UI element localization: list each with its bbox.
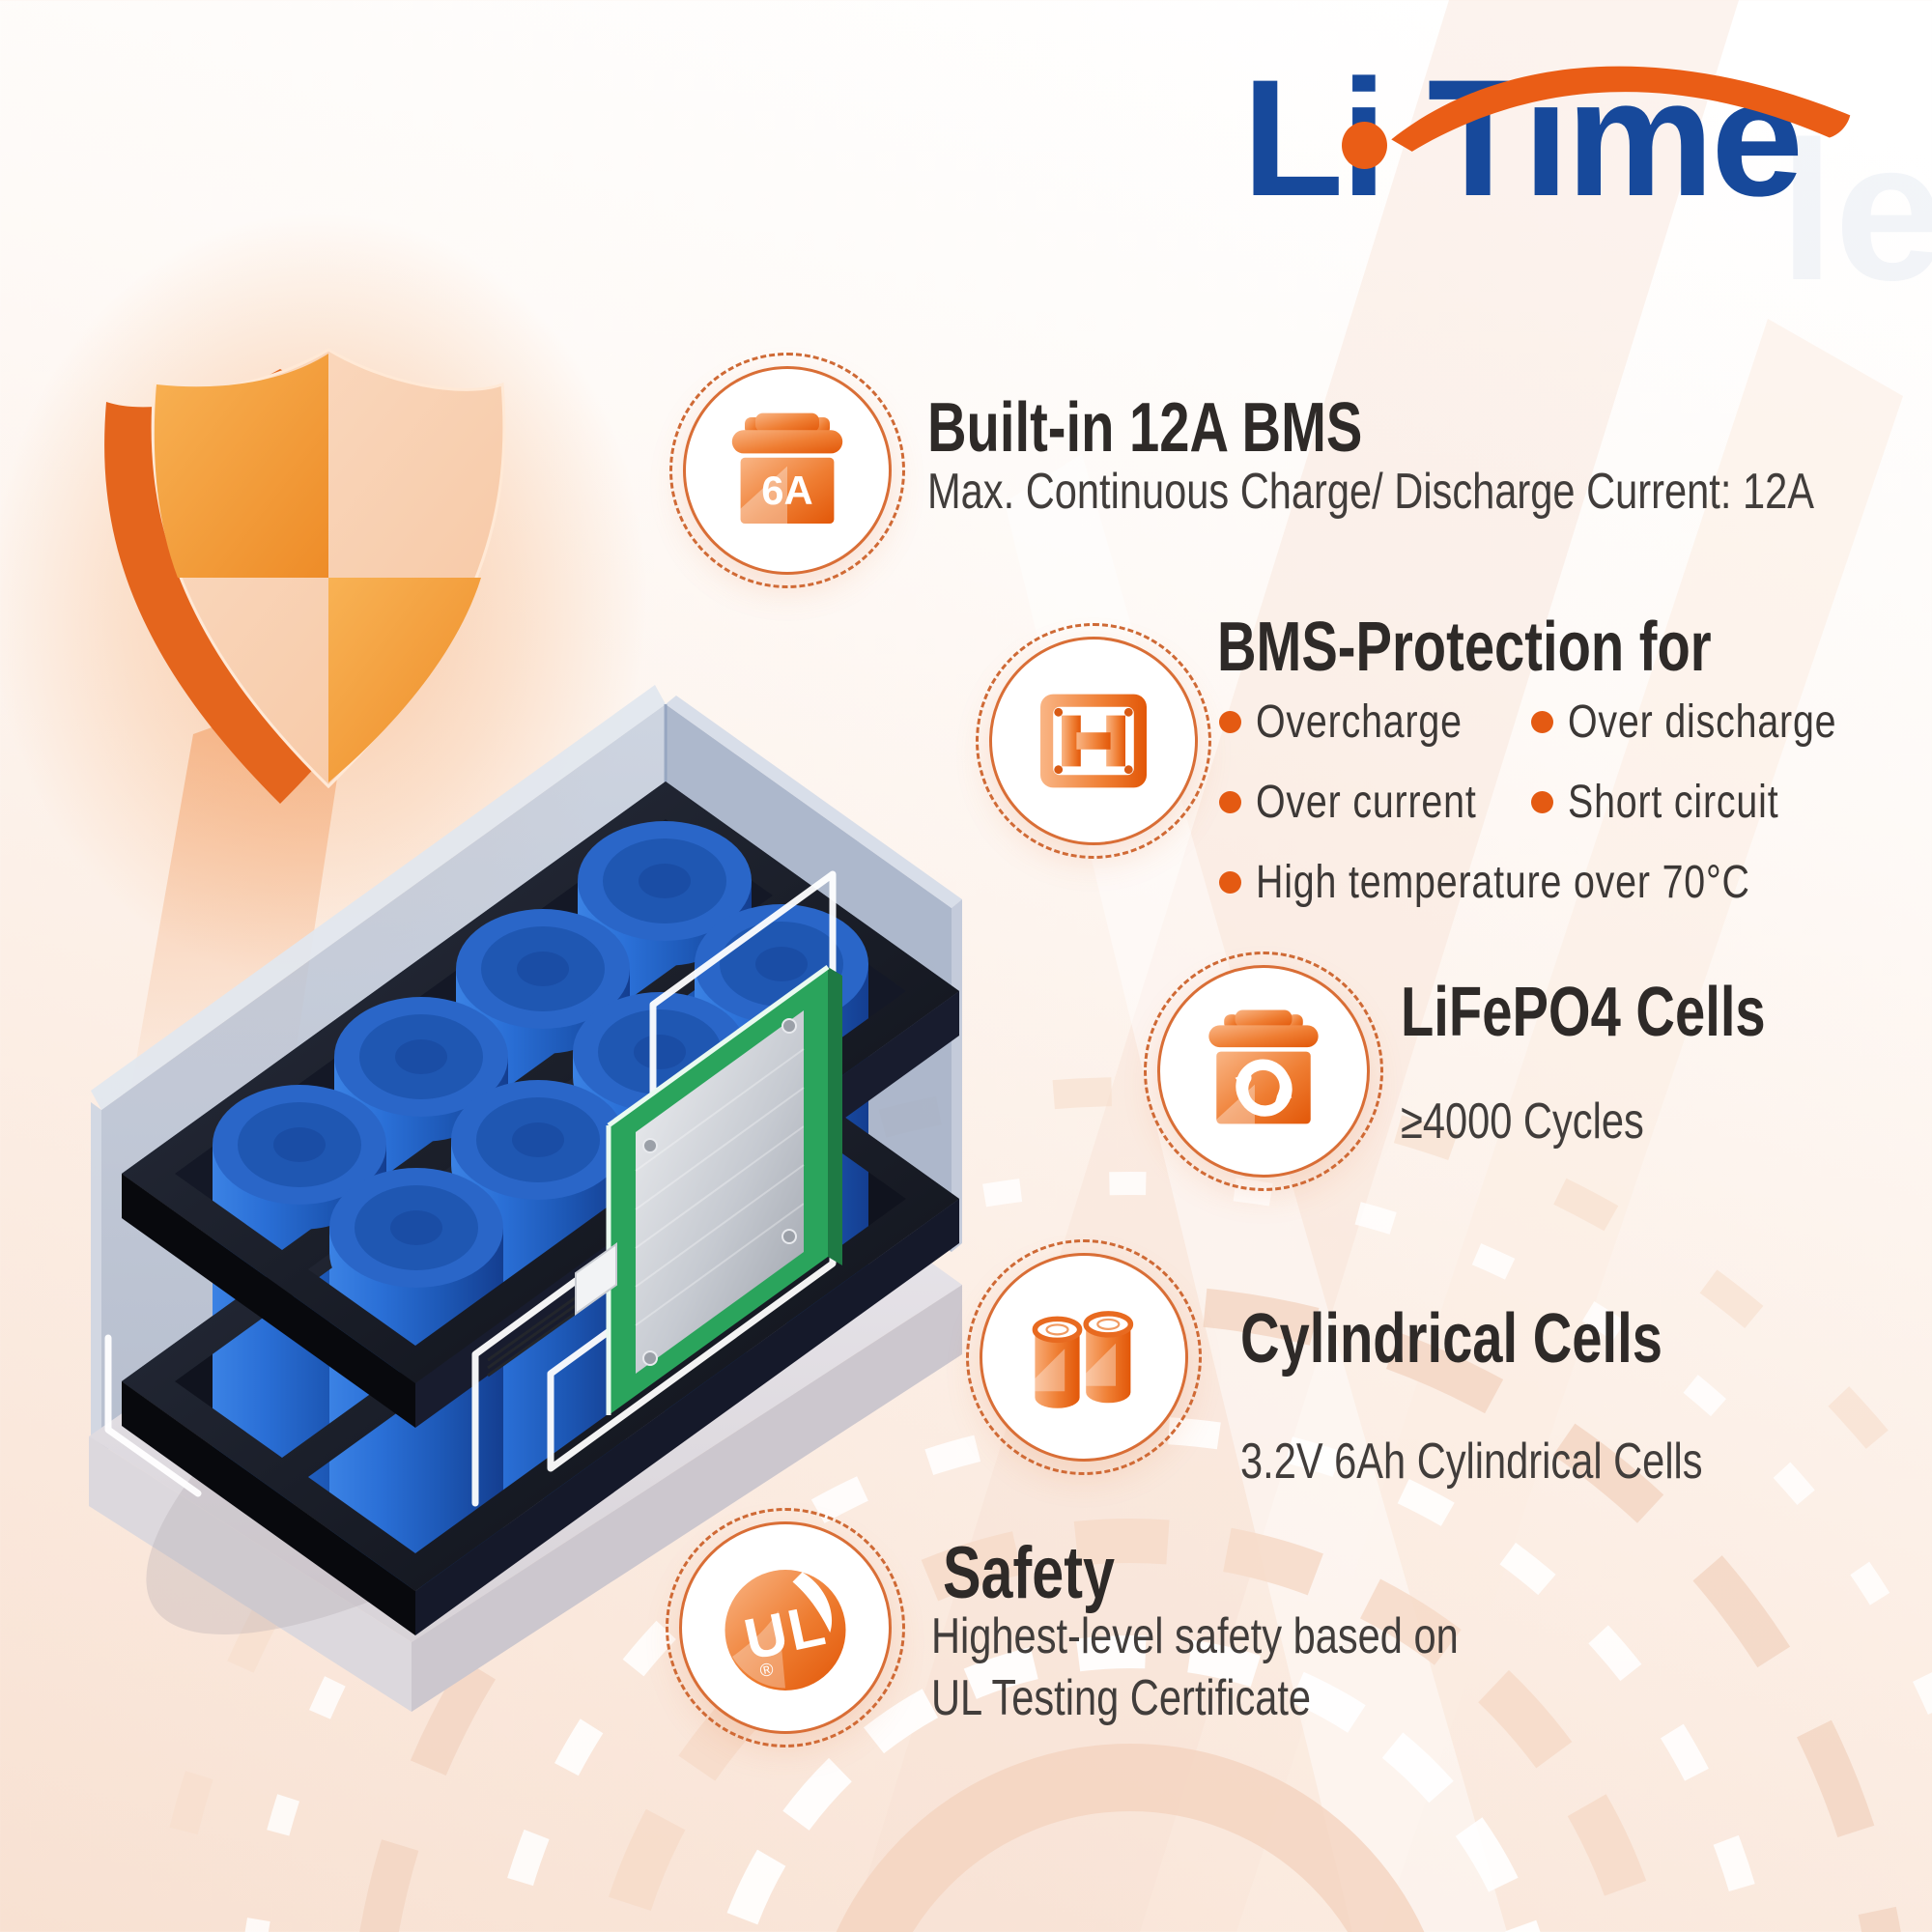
shield-icon: [104, 348, 506, 804]
feature-title: BMS-Protection for: [1217, 609, 1712, 686]
ul-registered-mark: ®: [758, 1659, 776, 1681]
feature-subtitle: 3.2V 6Ah Cylindrical Cells: [1240, 1434, 1703, 1490]
bms-pcb-icon: [1040, 694, 1147, 788]
bullet-item: Over discharge: [1531, 696, 1932, 749]
feature-title: Cylindrical Cells: [1240, 1300, 1662, 1378]
feature-subtitle: Max. Continuous Charge/ Discharge Curren…: [927, 464, 1814, 520]
logo: Li Time: [1242, 55, 1899, 277]
bullet-label: High temperature over 70°C: [1256, 857, 1750, 908]
ul-certificate-icon: UL ®: [724, 1570, 846, 1690]
feature-title: LiFePO4 Cells: [1401, 974, 1766, 1051]
bms-plate: [636, 1010, 804, 1374]
bms-connector: [575, 1242, 617, 1316]
bullet-label: Over current: [1256, 777, 1477, 828]
logo-swoosh-icon: [1391, 66, 1851, 152]
feature-circle: [976, 623, 1211, 859]
bullet-item: Overcharge: [1219, 696, 1531, 749]
cell-tops: [213, 821, 868, 1313]
cylindrical-cells-icon: [1032, 1311, 1134, 1408]
feature-circle: 6A: [669, 353, 905, 588]
icon-6a-label: 6A: [761, 468, 812, 513]
feature-circle: UL ®: [666, 1508, 905, 1747]
bullet-label: Short circuit: [1568, 777, 1779, 828]
battery-cycle-icon: [1208, 1009, 1319, 1124]
ghost-watermark: le: [1779, 100, 1932, 322]
decorative-arcs: [149, 1077, 1932, 1932]
bullet-item: High temperature over 70°C: [1219, 856, 1932, 909]
bullet-label: Overcharge: [1256, 696, 1463, 748]
bullet-dot: [1219, 791, 1241, 813]
bullet-item: Over current: [1219, 776, 1531, 829]
battery-6a-icon: 6A: [731, 412, 843, 524]
bms-wires: [487, 1289, 586, 1378]
feature-circle: [1144, 952, 1383, 1191]
safety-subtitle-line1: Highest-level safety based on: [931, 1608, 1459, 1664]
feature-title: Built-in 12A BMS: [927, 389, 1363, 467]
logo-i-dot: [1342, 122, 1387, 169]
bullet-dot: [1531, 711, 1553, 733]
plate-screws: [642, 1018, 797, 1366]
feature-subtitle: ≥4000 Cycles: [1401, 1094, 1644, 1150]
feature-subtitle: Highest-level safety based on UL Testing…: [931, 1605, 1459, 1729]
feature-title: Safety: [943, 1532, 1115, 1614]
bullet-item: Short circuit: [1531, 776, 1932, 829]
bullet-dot: [1219, 711, 1241, 733]
protection-bullets: Overcharge Over discharge Over current S…: [1219, 696, 1932, 909]
feature-circle: [966, 1239, 1202, 1475]
bullet-dot: [1531, 791, 1553, 813]
safety-subtitle-line2: UL Testing Certificate: [931, 1670, 1312, 1726]
cell-top: [213, 821, 868, 1313]
bms-board: [575, 964, 842, 1415]
bullet-dot: [1219, 871, 1241, 894]
bullet-label: Over discharge: [1568, 696, 1837, 748]
